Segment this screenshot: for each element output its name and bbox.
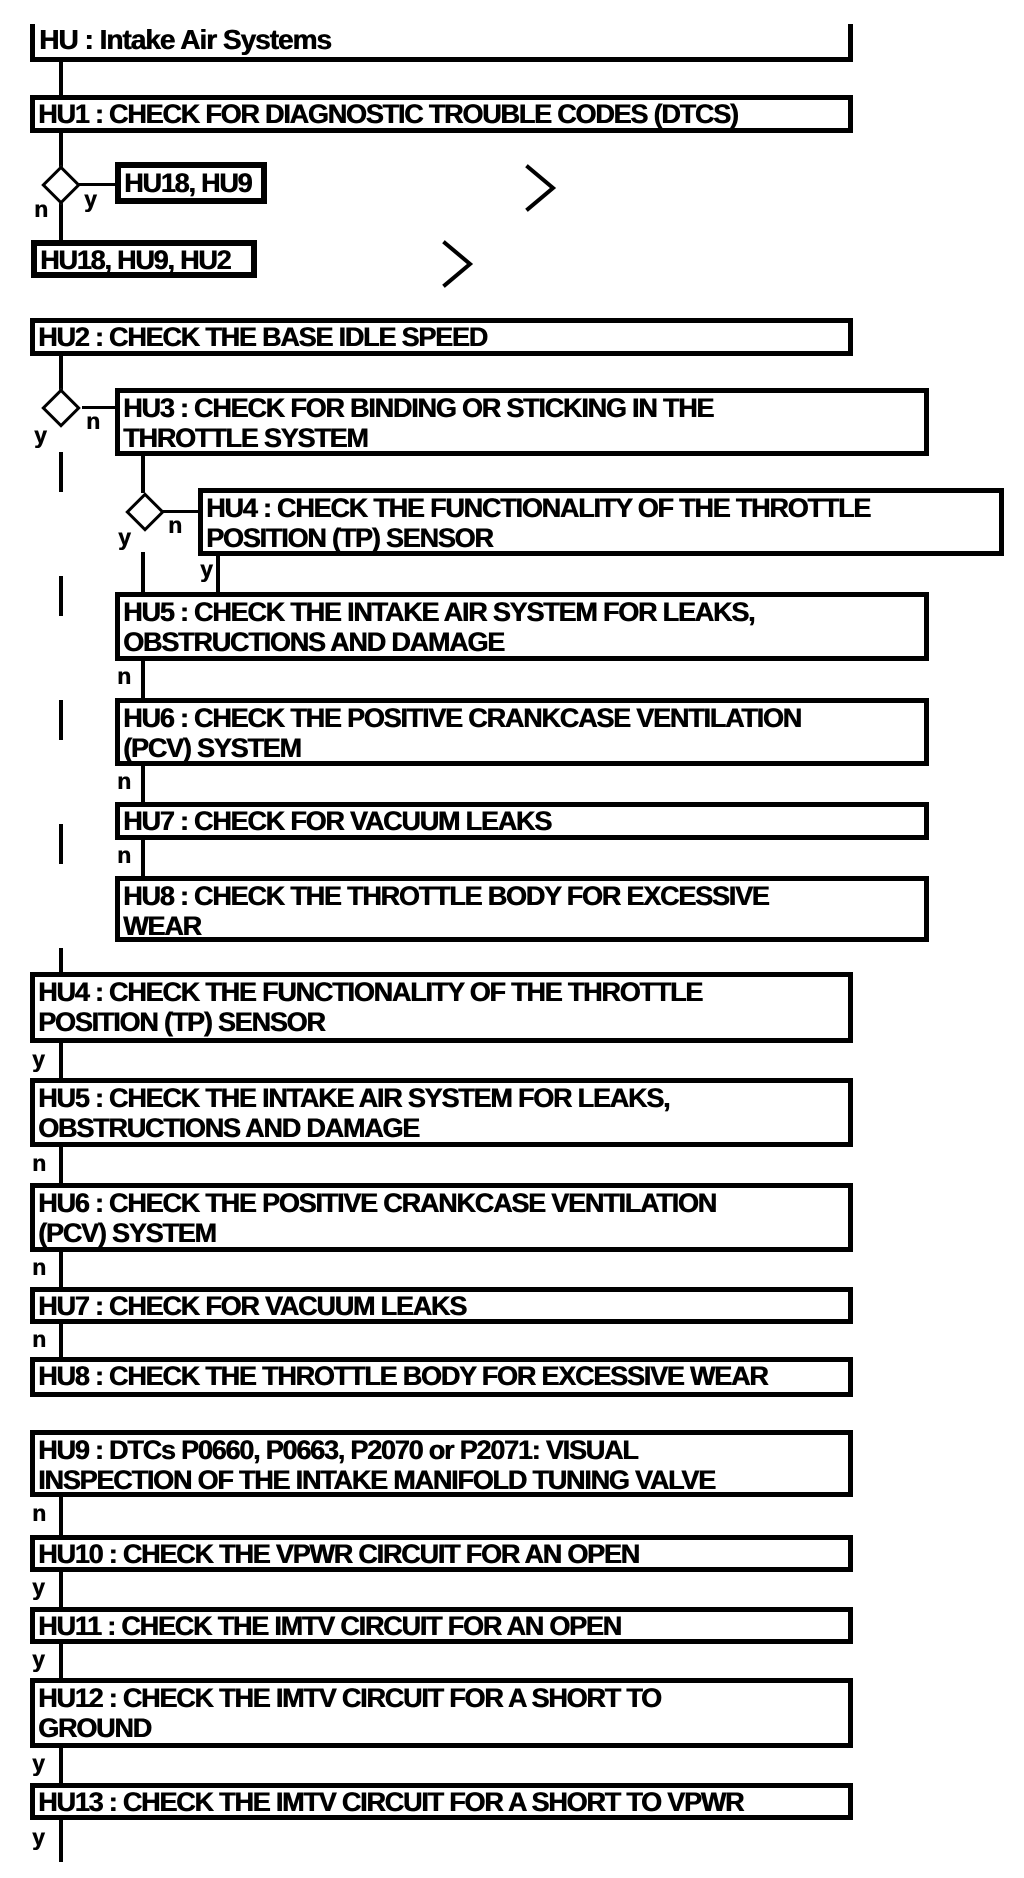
node-hu3-line1: HU3 : CHECK FOR BINDING OR STICKING IN T…: [123, 393, 714, 423]
branch-label-d2-no: n: [86, 408, 101, 434]
node-hu9-line2: INSPECTION OF THE INTAKE MANIFOLD TUNING…: [38, 1465, 716, 1495]
node-hu13: HU13 : CHECK THE IMTV CIRCUIT FOR A SHOR…: [30, 1783, 853, 1820]
chart-title: HU : Intake Air Systems: [39, 24, 332, 55]
decision-diamond-2: [41, 388, 81, 428]
node-hu12: HU12 : CHECK THE IMTV CIRCUIT FOR A SHOR…: [30, 1678, 853, 1748]
node-hu2-text: HU2 : CHECK THE BASE IDLE SPEED: [38, 322, 488, 352]
branch-label-d1-yes: y: [84, 186, 97, 212]
branch-label-hu5a-no: n: [117, 663, 132, 689]
node-hu5a-line1: HU5 : CHECK THE INTAKE AIR SYSTEM FOR LE…: [123, 597, 755, 627]
connector-d1-hu18hu9hu2: [59, 203, 63, 240]
branch-label-hu5b-no: n: [32, 1150, 47, 1176]
node-hu6b: HU6 : CHECK THE POSITIVE CRANKCASE VENTI…: [30, 1183, 853, 1252]
connector-hu7a-hu8a: [141, 840, 145, 876]
node-hu5b: HU5 : CHECK THE INTAKE AIR SYSTEM FOR LE…: [30, 1078, 853, 1147]
node-hu4b-line1: HU4 : CHECK THE FUNCTIONALITY OF THE THR…: [38, 977, 703, 1007]
node-hu5a: HU5 : CHECK THE INTAKE AIR SYSTEM FOR LE…: [115, 592, 929, 661]
node-hu4a-line2: POSITION (TP) SENSOR: [206, 523, 494, 553]
node-hu4b: HU4 : CHECK THE FUNCTIONALITY OF THE THR…: [30, 972, 853, 1043]
node-hu7a-text: HU7 : CHECK FOR VACUUM LEAKS: [123, 806, 552, 836]
connector-hu7b-hu8b: [59, 1324, 63, 1357]
connector-hu2-d2: [59, 356, 63, 390]
node-hu1: HU1 : CHECK FOR DIAGNOSTIC TROUBLE CODES…: [30, 95, 853, 133]
connector-hu12-hu13: [59, 1748, 63, 1783]
node-hu4a-line1: HU4 : CHECK THE FUNCTIONALITY OF THE THR…: [206, 493, 871, 523]
connector-hu13-continues: [59, 1820, 63, 1862]
connector-d1-hu18hu9: [79, 183, 115, 186]
node-hu5b-line2: OBSTRUCTIONS AND DAMAGE: [38, 1113, 420, 1143]
node-hu9-line1: HU9 : DTCs P0660, P0663, P2070 or P2071:…: [38, 1435, 639, 1465]
branch-label-d3-no: n: [168, 512, 183, 538]
branch-label-hu10-yes: y: [32, 1574, 45, 1600]
node-hu7a: HU7 : CHECK FOR VACUUM LEAKS: [115, 802, 929, 840]
chart-title-box: HU : Intake Air Systems: [30, 24, 853, 62]
node-hu12-line1: HU12 : CHECK THE IMTV CIRCUIT FOR A SHOR…: [38, 1683, 662, 1713]
node-hu7b: HU7 : CHECK FOR VACUUM LEAKS: [30, 1287, 853, 1324]
node-hu5b-line1: HU5 : CHECK THE INTAKE AIR SYSTEM FOR LE…: [38, 1083, 670, 1113]
connector-header-hu1: [59, 62, 63, 95]
node-hu12-line2: GROUND: [38, 1713, 152, 1743]
node-hu7b-text: HU7 : CHECK FOR VACUUM LEAKS: [38, 1291, 467, 1321]
branch-label-hu4b-yes: y: [32, 1046, 45, 1072]
node-hu8b: HU8 : CHECK THE THROTTLE BODY FOR EXCESS…: [30, 1357, 853, 1397]
node-hu18-hu9-hu2-text: HU18, HU9, HU2: [40, 245, 231, 275]
node-hu8a-line2: WEAR: [123, 911, 202, 941]
connector-hu6b-hu7b: [59, 1252, 63, 1287]
branch-label-hu7b-no: n: [32, 1326, 47, 1352]
connector-hu1-d1: [59, 133, 63, 167]
connector-hu9-hu10: [59, 1497, 63, 1535]
node-hu6a-line1: HU6 : CHECK THE POSITIVE CRANKCASE VENTI…: [123, 703, 802, 733]
node-hu6b-line1: HU6 : CHECK THE POSITIVE CRANKCASE VENTI…: [38, 1188, 717, 1218]
branch-label-d1-no: n: [34, 196, 49, 222]
dashed-connector-d2-hu4b: [59, 428, 63, 976]
node-hu4b-line2: POSITION (TP) SENSOR: [38, 1007, 326, 1037]
continuation-chevron-icon-2: [442, 240, 474, 288]
node-hu8b-text: HU8 : CHECK THE THROTTLE BODY FOR EXCESS…: [38, 1361, 769, 1391]
connector-hu10-hu11: [59, 1572, 63, 1607]
node-hu18-hu9-hu2: HU18, HU9, HU2: [31, 240, 257, 278]
connector-hu6a-hu7a: [141, 766, 145, 802]
node-hu6b-line2: (PCV) SYSTEM: [38, 1218, 217, 1248]
node-hu1-text: HU1 : CHECK FOR DIAGNOSTIC TROUBLE CODES…: [38, 99, 739, 129]
branch-label-hu11-yes: y: [32, 1646, 45, 1672]
node-hu2: HU2 : CHECK THE BASE IDLE SPEED: [30, 318, 853, 356]
connector-hu5a-hu6a: [141, 661, 145, 698]
connector-d3-hu4a: [163, 510, 198, 513]
node-hu3-line2: THROTTLE SYSTEM: [123, 423, 369, 453]
node-hu11-text: HU11 : CHECK THE IMTV CIRCUIT FOR AN OPE…: [38, 1611, 622, 1641]
dashed-connector-d3-hu5a: [141, 530, 145, 593]
node-hu8a: HU8 : CHECK THE THROTTLE BODY FOR EXCESS…: [115, 876, 929, 942]
branch-label-hu12-yes: y: [32, 1750, 45, 1776]
node-hu4a: HU4 : CHECK THE FUNCTIONALITY OF THE THR…: [198, 488, 1004, 556]
node-hu13-text: HU13 : CHECK THE IMTV CIRCUIT FOR A SHOR…: [38, 1787, 744, 1817]
connector-hu4b-hu5b: [59, 1043, 63, 1078]
node-hu8a-line1: HU8 : CHECK THE THROTTLE BODY FOR EXCESS…: [123, 881, 770, 911]
branch-label-hu6b-no: n: [32, 1254, 47, 1280]
branch-label-d3-yes: y: [118, 524, 131, 550]
node-hu10-text: HU10 : CHECK THE VPWR CIRCUIT FOR AN OPE…: [38, 1539, 640, 1569]
connector-hu3-d3: [141, 456, 145, 493]
node-hu18-hu9: HU18, HU9: [115, 162, 267, 204]
branch-label-d2-yes: y: [34, 422, 47, 448]
connector-hu5b-hu6b: [59, 1147, 63, 1183]
node-hu9: HU9 : DTCs P0660, P0663, P2070 or P2071:…: [30, 1430, 853, 1497]
node-hu6a: HU6 : CHECK THE POSITIVE CRANKCASE VENTI…: [115, 698, 929, 766]
node-hu3: HU3 : CHECK FOR BINDING OR STICKING IN T…: [115, 388, 929, 456]
node-hu18-hu9-text: HU18, HU9: [124, 168, 252, 198]
connector-hu4a-hu5a: [216, 556, 220, 593]
continuation-chevron-icon-1: [525, 164, 557, 212]
connector-d2-hu3: [82, 406, 115, 409]
node-hu11: HU11 : CHECK THE IMTV CIRCUIT FOR AN OPE…: [30, 1607, 853, 1644]
node-hu6a-line2: (PCV) SYSTEM: [123, 733, 302, 763]
decision-diamond-3: [125, 492, 165, 532]
branch-label-hu7a-no: n: [117, 842, 132, 868]
node-hu10: HU10 : CHECK THE VPWR CIRCUIT FOR AN OPE…: [30, 1535, 853, 1572]
node-hu5a-line2: OBSTRUCTIONS AND DAMAGE: [123, 627, 505, 657]
branch-label-hu9-no: n: [32, 1500, 47, 1526]
branch-label-hu13-yes: y: [32, 1824, 45, 1850]
branch-label-hu6a-no: n: [117, 768, 132, 794]
connector-hu11-hu12: [59, 1644, 63, 1678]
branch-label-hu4a-yes: y: [200, 556, 213, 582]
